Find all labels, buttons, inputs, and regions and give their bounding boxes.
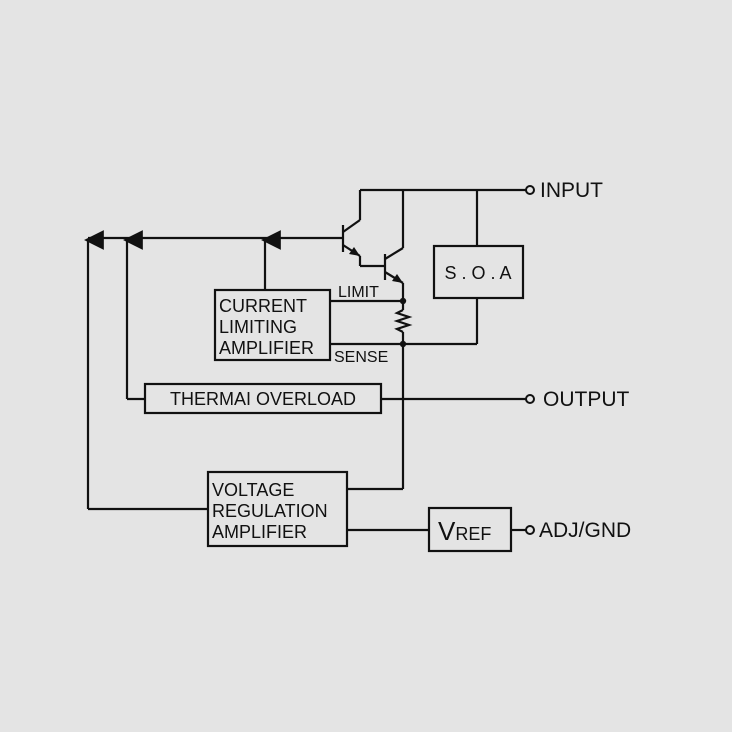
thermal-overload-block bbox=[143, 382, 383, 415]
q1-collector bbox=[342, 219, 361, 233]
vref-block bbox=[427, 506, 513, 553]
soa-label: S . O . A bbox=[444, 263, 511, 283]
limit-label: LIMIT bbox=[338, 284, 379, 301]
input-terminal[interactable] bbox=[525, 185, 535, 195]
thermal-overload-label: THERMAI OVERLOAD bbox=[170, 389, 356, 409]
adj-gnd-terminal[interactable] bbox=[525, 525, 535, 535]
adj-gnd-pin-label: ADJ/GND bbox=[539, 519, 631, 542]
voltage-regulation-line1: VOLTAGE bbox=[212, 480, 294, 500]
current-limiting-line3: AMPLIFIER bbox=[219, 338, 314, 358]
input-pin-label: INPUT bbox=[540, 179, 603, 202]
voltage-regulation-amplifier-block bbox=[206, 470, 349, 548]
voltage-regulation-line3: AMPLIFIER bbox=[212, 522, 307, 542]
output-terminal[interactable] bbox=[525, 394, 535, 404]
q2-emitter-arrow bbox=[392, 274, 403, 283]
vref-main-letter: V bbox=[438, 516, 456, 546]
soa-block bbox=[432, 244, 525, 300]
sense-resistor bbox=[393, 301, 413, 344]
vref-subscript: REF bbox=[455, 524, 491, 544]
current-limiting-line2: LIMITING bbox=[219, 317, 297, 337]
vref-label: VREF bbox=[438, 516, 491, 546]
sense-label: SENSE bbox=[334, 349, 388, 366]
current-limiting-line1: CURRENT bbox=[219, 296, 307, 316]
q1-emitter-arrow bbox=[349, 247, 360, 256]
current-limiting-amplifier-block bbox=[213, 288, 332, 362]
q2-collector bbox=[384, 247, 404, 260]
voltage-regulation-line2: REGULATION bbox=[212, 501, 328, 521]
output-pin-label: OUTPUT bbox=[543, 388, 630, 411]
